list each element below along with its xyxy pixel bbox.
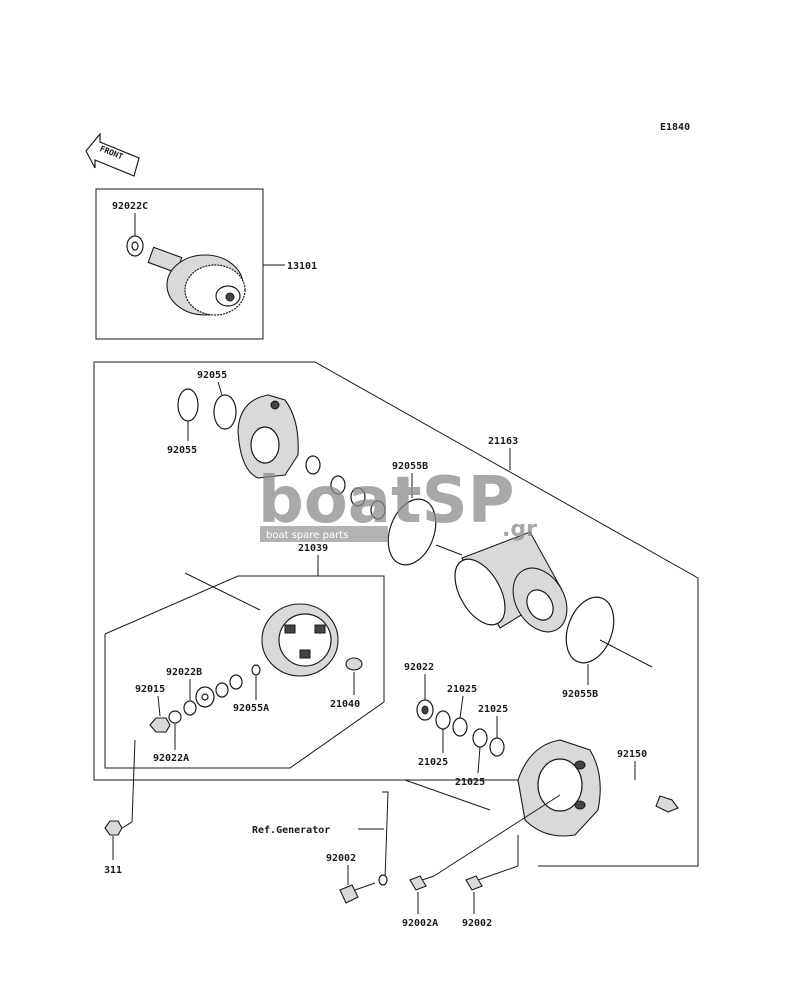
bolt-92002-left	[339, 882, 376, 904]
brush-holder-box	[104, 575, 385, 769]
shaft-washers	[305, 455, 386, 520]
label-92015: 92015	[135, 684, 165, 695]
label-21025-b: 21025	[478, 704, 508, 715]
o-ring-92055-a	[177, 388, 199, 422]
brush-holder-21039	[261, 603, 339, 677]
label-21039: 21039	[298, 543, 328, 554]
clutch-assembly-box	[95, 188, 264, 340]
label-21040: 21040	[330, 699, 360, 710]
starter-assembly-outline	[94, 361, 699, 867]
front-cover	[237, 394, 299, 479]
washer-21025-a	[435, 710, 451, 730]
through-bolt-92150	[607, 770, 679, 813]
o-ring-92055-b	[213, 394, 237, 430]
watermark-logo: boatSP	[258, 464, 515, 538]
label-92022: 92022	[404, 662, 434, 673]
brush-21040	[345, 657, 363, 671]
label-21163: 21163	[488, 436, 518, 447]
watermark: boatSP .gr boat spare parts	[258, 464, 537, 542]
label-92002a: 92002A	[402, 918, 438, 929]
label-21025-c: 21025	[418, 757, 448, 768]
ref-generator-label: Ref.Generator	[252, 825, 330, 836]
o-ring-92055b-top	[387, 498, 437, 566]
washer-21025-b	[452, 717, 468, 737]
label-92022a: 92022A	[153, 753, 189, 764]
label-13101: 13101	[287, 261, 317, 272]
diagram-code: E1840	[660, 122, 690, 133]
nut-311	[104, 820, 123, 836]
ground-strap	[379, 791, 389, 884]
starter-motor-21163	[435, 531, 568, 633]
starter-clutch-gear	[126, 235, 246, 316]
front-arrow-icon: FRONT	[85, 132, 140, 177]
label-92002-bottom: 92002	[462, 918, 492, 929]
label-21025-d: 21025	[455, 777, 485, 788]
bolt-92002-right	[465, 872, 499, 891]
label-92150: 92150	[617, 749, 647, 760]
o-ring-92055b-bottom	[565, 596, 615, 664]
label-92002-top: 92002	[326, 853, 356, 864]
label-21025-a: 21025	[447, 684, 477, 695]
label-92055a: 92055A	[233, 703, 269, 714]
label-311: 311	[104, 865, 122, 876]
label-92022c: 92022C	[112, 201, 148, 212]
watermark-domain: .gr	[502, 517, 537, 542]
label-92055b-top: 92055B	[392, 461, 428, 472]
label-92055-top: 92055	[197, 370, 227, 381]
brush-box-small-parts	[149, 664, 261, 733]
label-92055-bottom: 92055	[167, 445, 197, 456]
bolt-92002a	[409, 875, 435, 891]
watermark-tagline: boat spare parts	[266, 530, 348, 541]
label-92055b-bottom: 92055B	[562, 689, 598, 700]
label-92022b: 92022B	[166, 667, 202, 678]
washer-21025-d	[489, 737, 505, 757]
rear-cover	[517, 739, 601, 837]
washer-21025-c	[472, 728, 488, 748]
watermark-tagline-bar	[260, 526, 388, 542]
